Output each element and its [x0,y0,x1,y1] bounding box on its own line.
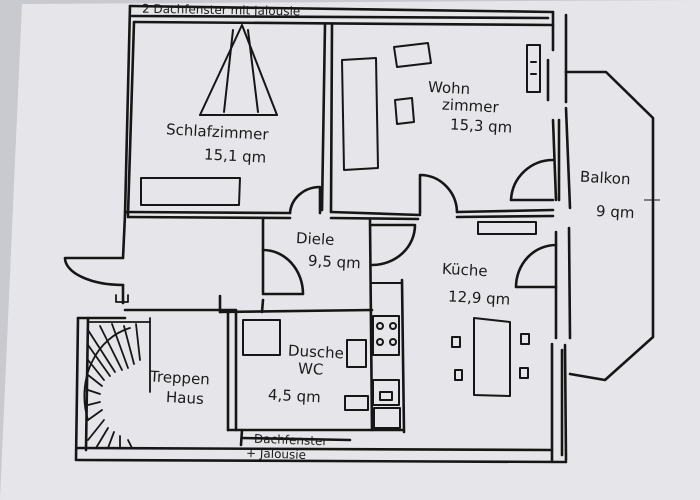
outer-walls [74,4,572,464]
room-label-treppenhaus-2: Haus [165,388,205,408]
room-label-wc: WC [297,359,324,379]
room-area-balkon: 9 qm [595,202,635,222]
room-label-treppenhaus-1: Treppen [149,367,211,389]
bottom-window-note-2: + Jalousie [245,445,307,463]
windows [130,14,564,457]
bedroom-furniture [140,24,278,206]
door-swings [63,158,558,296]
room-area-dusche: 4,5 qm [267,385,322,407]
room-label-balkon: Balkon [579,167,631,189]
staircase [83,294,151,449]
room-area-wohnzimmer: 15,3 qm [449,115,513,137]
room-label-wohnzimmer-2: zimmer [441,95,500,117]
room-area-kueche: 12,9 qm [447,287,511,309]
room-area-diele: 9,5 qm [307,251,362,273]
room-label-diele: Diele [295,229,335,249]
kitchen-furniture [371,221,537,429]
room-label-kueche: Küche [441,259,489,281]
top-window-note: 2 Dachfenster mit Jalousie [141,1,301,19]
living-room-furniture [341,42,541,171]
interior-walls [123,22,555,434]
balcony-outline [564,70,655,382]
bathroom-fixtures [242,319,369,411]
room-area-schlafzimmer: 15,1 qm [203,145,267,167]
